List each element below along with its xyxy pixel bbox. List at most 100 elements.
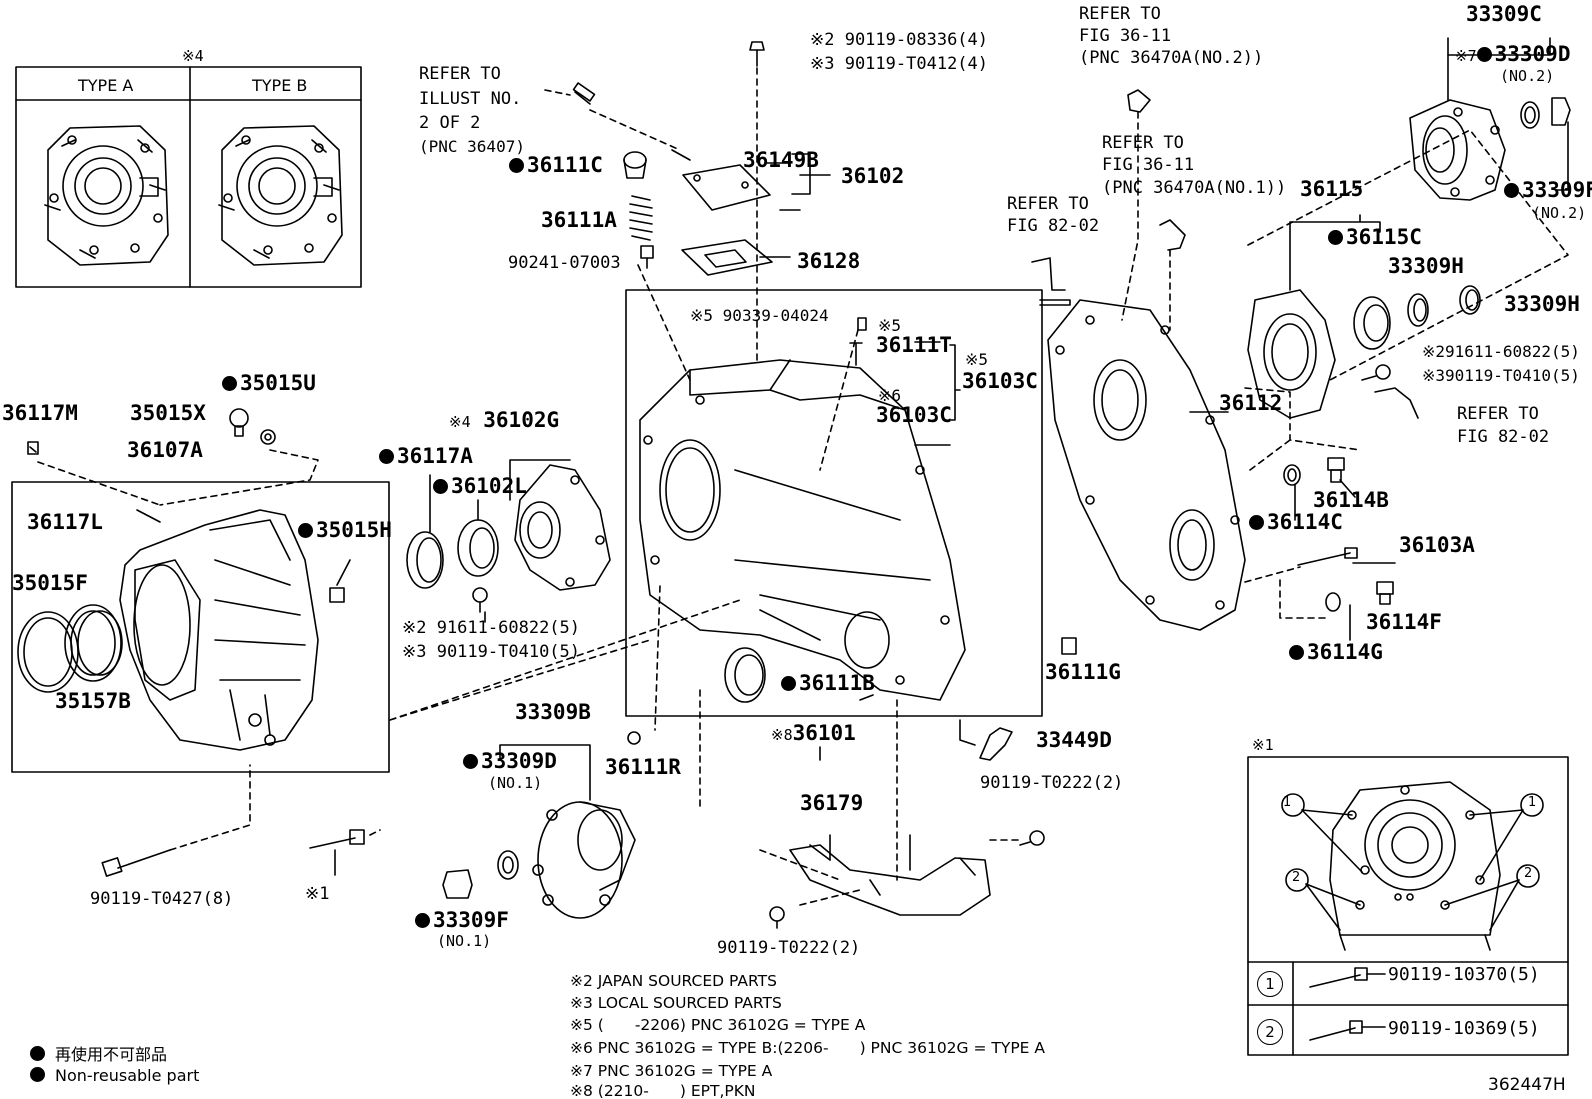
- seal-33309H-a: [1407, 293, 1429, 327]
- refer-illust-line3: 2 OF 2: [419, 113, 481, 133]
- bolt-inset-mark: ※1: [1252, 736, 1274, 754]
- note-2: ※2 JAPAN SOURCED PARTS: [570, 972, 777, 990]
- pin-36117L: [136, 509, 161, 523]
- legend-dot-en: [30, 1067, 45, 1082]
- pin-90241: [640, 245, 654, 269]
- part-33309F-bottom: 33309F: [415, 910, 509, 931]
- callout-1-right: 1: [1528, 795, 1537, 810]
- refer-illust-line2: ILLUST NO.: [419, 89, 522, 109]
- seal-36111B: [724, 647, 766, 703]
- part-36115C: 36115C: [1328, 227, 1422, 248]
- pin-36407: [572, 82, 596, 105]
- type-a-housing-icon: [44, 125, 169, 266]
- callout-1-left: 1: [1283, 795, 1292, 810]
- bolt-90119-T0222-bottom: [769, 906, 785, 929]
- callout-2-left: 2: [1292, 870, 1301, 885]
- part-33309F-top-no: (NO.2): [1532, 204, 1587, 222]
- part-33309F-bottom-no: (NO.1): [437, 932, 492, 950]
- part-90119-T0410-center: ※3 90119-T0410(5): [402, 642, 581, 662]
- part-36111R: 36111R: [605, 755, 681, 779]
- part-90119-T0427: 90119-T0427(8): [90, 889, 234, 909]
- part-36114C: 36114C: [1249, 512, 1343, 533]
- part-35015F: 35015F: [12, 571, 88, 595]
- type-inset-frame: [15, 66, 362, 288]
- nonreusable-dot: [433, 479, 448, 494]
- legend-dot-jp: [30, 1046, 45, 1061]
- note-5: ※5 ( -2206) PNC 36102G = TYPE A: [570, 1016, 866, 1034]
- clip-refer-8202: [1031, 257, 1066, 291]
- note-3: ※3 LOCAL SOURCED PARTS: [570, 994, 782, 1012]
- bearing-33309H: [1353, 296, 1391, 350]
- plug-36114F: [1376, 581, 1394, 605]
- refer-3611-no2-line2: FIG 36-11: [1079, 26, 1172, 46]
- bolt-inset-frame: [1247, 756, 1569, 1056]
- bolt-90119-T0427: [101, 849, 171, 877]
- sensor-90339: [857, 317, 867, 331]
- part-36111G: 36111G: [1045, 660, 1121, 684]
- part-90119-T0410-right: ※390119-T0410(5): [1422, 366, 1580, 385]
- refer-illust-line4: (PNC 36407): [419, 137, 525, 156]
- refer-8202-right-line2: FIG 82-02: [1457, 427, 1550, 447]
- part-35015U: 35015U: [222, 373, 316, 394]
- leader-dashed: [37, 449, 319, 506]
- cover-36149B: [682, 164, 771, 211]
- part-36111A: 36111A: [541, 208, 617, 232]
- refer-8202-line2: FIG 82-02: [1007, 216, 1100, 236]
- extension-housing-drawing: [119, 509, 319, 751]
- part-36114F: 36114F: [1366, 610, 1442, 634]
- pin-36117M: [27, 441, 39, 455]
- part-36111T: 36111T: [876, 333, 952, 357]
- nonreusable-dot: [463, 754, 478, 769]
- refer-3611-no2-line1: REFER TO: [1079, 4, 1161, 24]
- washer-33309D-top: [1520, 101, 1540, 129]
- refer-8202-line1: REFER TO: [1007, 194, 1089, 214]
- part-35015X: 35015X: [130, 401, 206, 425]
- seal-33309H-b: [1459, 285, 1481, 315]
- part-33309F-top: 33309F: [1504, 180, 1592, 201]
- connector-refer-3611-no2: [1127, 89, 1151, 113]
- part-33309D-bottom-no: (NO.1): [488, 774, 543, 792]
- nonreusable-dot: [298, 523, 313, 538]
- sensor-36111T: [849, 342, 863, 366]
- part-36111C: 36111C: [509, 155, 603, 176]
- part-36117A: 36117A: [379, 446, 473, 467]
- callout-2-right: 2: [1524, 866, 1533, 881]
- plug-36111R: [627, 731, 641, 745]
- type-b-label: TYPE B: [252, 76, 308, 95]
- bracket-36179: [789, 844, 991, 916]
- plug-36114B: [1327, 457, 1345, 483]
- part-36112: 36112: [1219, 391, 1283, 415]
- shaft-36149B: [671, 149, 691, 161]
- nonreusable-dot: [509, 158, 524, 173]
- bush-35015H: [329, 587, 345, 603]
- part-90339-04024: ※5 90339-04024: [690, 306, 829, 325]
- seal-35157B: [64, 604, 123, 682]
- refer-3611-no1-line2: FIG 36-11: [1102, 155, 1195, 175]
- note-8: ※8 (2210- ) EPT,PKN: [570, 1082, 756, 1099]
- mark6: ※6: [878, 386, 902, 405]
- bolt-row-2-number: 2: [1257, 1019, 1283, 1045]
- part-36101: ※836101: [771, 721, 856, 745]
- type-a-label: TYPE A: [78, 76, 134, 95]
- part-36103C-a: 36103C: [962, 369, 1038, 393]
- part-36102G: ※4 36102G: [449, 408, 560, 432]
- part-33309D-bottom: 33309D: [463, 751, 557, 772]
- extension-housing-frame: [11, 481, 390, 773]
- part-36111B: 36111B: [781, 673, 875, 694]
- legend-jp: 再使用不可部品: [30, 1041, 167, 1065]
- part-36102: 36102: [841, 164, 905, 188]
- washer-33309D-bottom: [497, 850, 519, 880]
- rear-case-36112: [1047, 299, 1246, 631]
- refer-8202-right-line1: REFER TO: [1457, 404, 1539, 424]
- plug-35015X: [229, 408, 249, 437]
- part-36114G: 36114G: [1289, 642, 1383, 663]
- note-7: ※7 PNC 36102G = TYPE A: [570, 1062, 773, 1080]
- bracket-33449D: [979, 727, 1013, 761]
- spring-36111A: [629, 195, 653, 241]
- part-33309H-a: 33309H: [1388, 254, 1464, 278]
- bolt-row-1-part: 90119-10370(5): [1388, 964, 1540, 985]
- bolt-mark1: [309, 829, 365, 849]
- part-33309C: 33309C: [1466, 2, 1542, 26]
- type-b-housing-icon: [218, 125, 343, 266]
